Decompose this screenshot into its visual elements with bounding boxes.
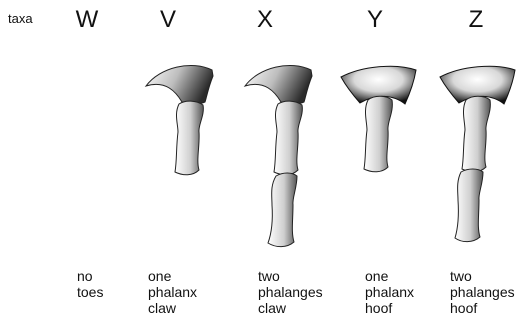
claw-shape (146, 65, 213, 103)
description-line: claw (258, 300, 323, 316)
taxon-v-description: one phalanx claw (148, 268, 197, 316)
toe-z-two-phalanges-hoof (440, 66, 515, 241)
phalanx-bone-2 (455, 169, 483, 242)
toe-y-one-phalanx-hoof (341, 66, 416, 172)
description-line: phalanges (258, 284, 323, 300)
phalanx-bone-2 (268, 173, 297, 247)
toe-v-one-phalanx-claw (146, 65, 213, 174)
claw-shape (245, 65, 312, 103)
phalanx-bone (175, 101, 203, 175)
description-line: hoof (365, 300, 414, 316)
description-line: phalanges (450, 284, 515, 300)
taxon-w-description: no toes (77, 268, 103, 300)
phalanx-bone (364, 96, 392, 172)
taxon-z-description: two phalanges hoof (450, 268, 515, 316)
phalanx-bone-1 (462, 96, 490, 172)
taxon-x-description: two phalanges claw (258, 268, 323, 316)
toe-x-two-phalanges-claw (245, 65, 312, 246)
description-line: phalanx (148, 284, 197, 300)
description-line: one (148, 268, 197, 284)
phalanx-bone-1 (274, 101, 302, 175)
description-line: one (365, 268, 414, 284)
taxon-y-description: one phalanx hoof (365, 268, 414, 316)
description-line: two (450, 268, 515, 284)
description-line: no (77, 268, 103, 284)
description-line: two (258, 268, 323, 284)
description-line: toes (77, 284, 103, 300)
description-line: phalanx (365, 284, 414, 300)
description-line: claw (148, 300, 197, 316)
description-line: hoof (450, 300, 515, 316)
